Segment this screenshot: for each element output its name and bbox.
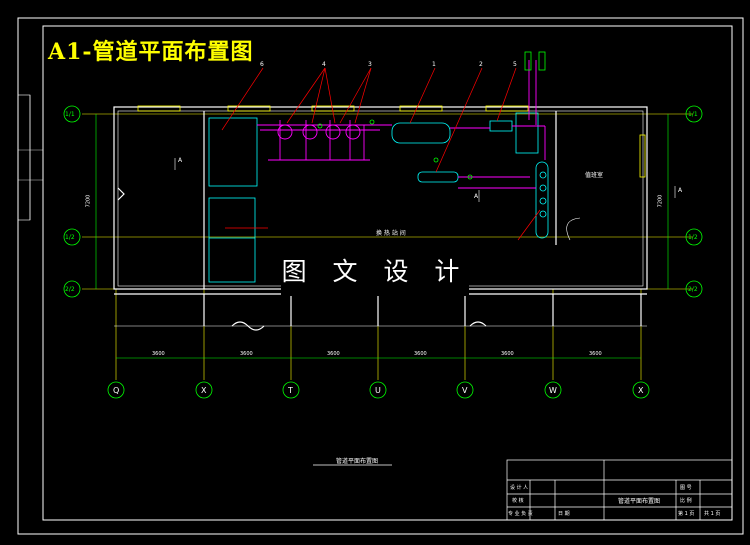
left-stamp-table: [17, 94, 31, 221]
callout-4: 4: [322, 61, 326, 68]
dimension-text: 3600: [589, 351, 602, 357]
callout-2: 2: [479, 61, 483, 68]
row-axis-label: 2/2: [65, 286, 75, 293]
title-block: [506, 459, 733, 521]
valves: [317, 51, 546, 180]
dimension-text: 3600: [501, 351, 514, 357]
leader-lines: [221, 67, 541, 241]
tb-bottom-left: 专 业 负 责: [508, 511, 533, 517]
column-axis-label: X: [201, 386, 207, 395]
drawing-caption: 管道平面布置图: [336, 458, 379, 465]
tb-right-top: 图 号: [680, 485, 692, 491]
windows: [137, 105, 646, 178]
column-axis-label: X: [638, 386, 644, 395]
dimension-text: 3600: [327, 351, 340, 357]
section-mark-lines: [174, 158, 676, 202]
room-label-right: 值班室: [585, 172, 604, 179]
section-mark: A: [178, 157, 183, 164]
tb-right-bottom-2: 共 1 页: [704, 511, 721, 517]
tb-bottom-mid: 日 期: [558, 511, 570, 517]
room-label-hall: 换 热 站 间: [376, 230, 406, 237]
column-axis-label: W: [549, 386, 557, 395]
row-axis-label: 1/1: [688, 111, 698, 118]
row-axis-label: 1/2: [688, 234, 698, 241]
column-axis-label: T: [288, 386, 293, 395]
building-walls: [113, 106, 648, 331]
dimension-lines: [95, 114, 669, 359]
dimension-text: 3600: [240, 351, 253, 357]
section-mark: A: [474, 193, 479, 200]
row-axis-label: 1/2: [65, 234, 75, 241]
section-mark: A: [678, 187, 683, 194]
left-dimension-text: 7200: [85, 194, 92, 208]
row-axis-label: 2/2: [688, 286, 698, 293]
column-axis-label: V: [462, 386, 468, 395]
outer-frame: [17, 17, 744, 535]
dimension-text: 3600: [414, 351, 427, 357]
drawing-title: A1-管道平面布置图: [48, 39, 254, 65]
callout-5: 5: [513, 61, 517, 68]
row-axis-label: 1/1: [65, 111, 75, 118]
tb-right-mid: 比 例: [680, 498, 692, 504]
dimension-text: 3600: [152, 351, 165, 357]
tb-right-bottom: 第 1 页: [678, 511, 695, 517]
right-dimension-text: 7200: [657, 194, 664, 208]
callout-6: 6: [260, 61, 264, 68]
row-axis-bubbles: [63, 105, 703, 298]
watermark-banner: 图 文 设 计: [281, 248, 469, 296]
pipework: [257, 60, 546, 189]
column-axis-label: U: [375, 386, 381, 395]
tb-designer: 设 计 人: [510, 485, 529, 491]
callout-3: 3: [368, 61, 372, 68]
column-axis-bubbles: [107, 381, 650, 399]
tb-drawing-name: 管道平面布置图: [618, 498, 661, 505]
column-axis-label: Q: [113, 386, 120, 395]
tb-checker: 校 核: [512, 498, 524, 504]
callout-1: 1: [432, 61, 436, 68]
